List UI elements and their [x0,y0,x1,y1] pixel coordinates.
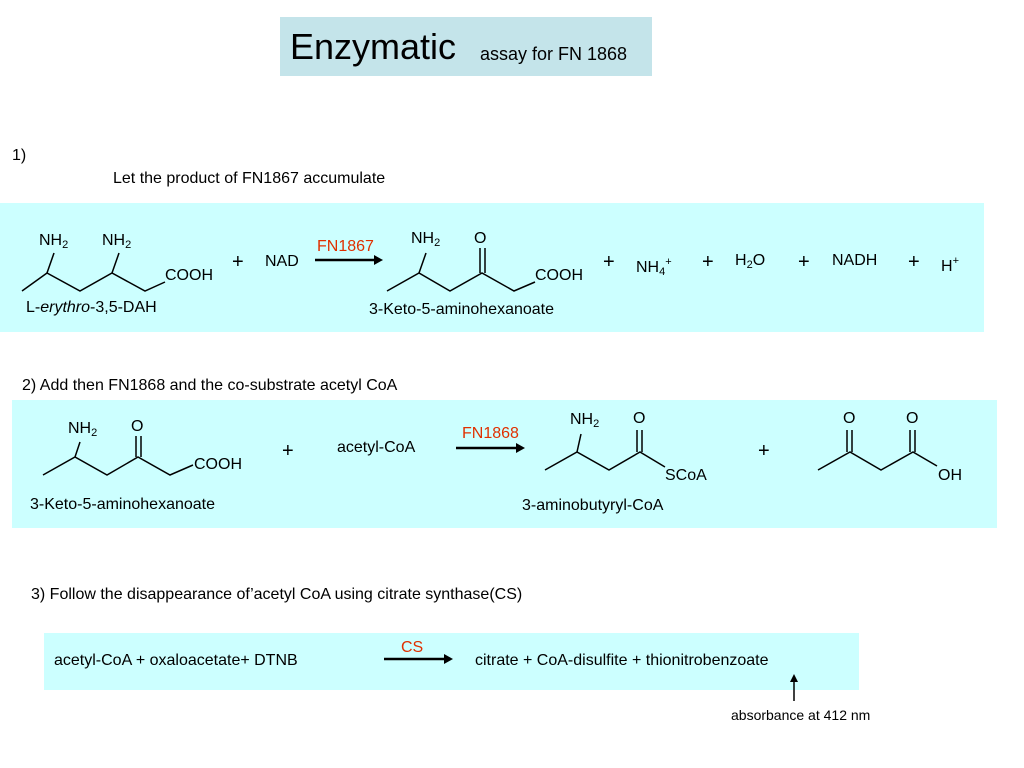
title-rest: assay for FN 1868 [480,44,628,64]
dah-cooh: COOH [165,267,213,284]
plus-7: + [758,440,770,462]
abc-name: 3-aminobutyryl-CoA [522,497,664,514]
keto2-name: 3-Keto-5-aminohexanoate [30,496,216,513]
fn1868-label: FN1868 [462,425,519,442]
title-banner: Enzymatic assay for FN 1868 [280,17,652,76]
step1-number: 1) [12,147,27,164]
keto1-o: O [474,230,487,247]
plus-3: + [702,251,714,273]
title-main: Enzymatic [290,26,457,67]
cs-products: citrate + CoA-disulfite + thionitrobenzo… [475,652,769,669]
keto2-o: O [131,418,144,435]
dah-nh2-2: NH2 [102,232,132,251]
step2-instruction: 2) Add then FN1868 and the co-substrate … [22,377,398,394]
step1-instruction: Let the product of FN1867 accumulate [113,170,386,187]
acac-oh: OH [938,467,962,484]
keto1-cooh: COOH [535,267,583,284]
cs-label: CS [401,639,424,656]
h2o-label: H2O [735,252,766,271]
acetyl-coa-label: acetyl-CoA [337,439,416,456]
absorbance-note: absorbance at 412 nm [731,707,871,723]
step1-panel [0,203,984,332]
acac-o1: O [843,410,856,427]
plus-6: + [282,440,294,462]
keto1-name: 3-Keto-5-aminohexanoate [369,301,555,318]
step2-panel [12,400,997,528]
hplus-label: H+ [941,255,959,275]
plus-2: + [603,251,615,273]
fn1867-label: FN1867 [317,238,374,255]
dah-name: L-erythro-3,5-DAH [26,299,157,316]
keto2-cooh: COOH [194,456,242,473]
keto2-nh2: NH2 [68,420,98,439]
step3-instruction: 3) Follow the disappearance of’acetyl Co… [31,586,523,603]
abc-o: O [633,410,646,427]
step3-panel [44,633,859,690]
nadh-label: NADH [832,252,878,269]
cs-reactants: acetyl-CoA + oxaloacetate+ DTNB [54,652,298,669]
dah-nh2-1: NH2 [39,232,69,251]
acac-o2: O [906,410,919,427]
plus-1: + [232,251,244,273]
abc-scoa: SCoA [665,467,707,484]
plus-5: + [908,251,920,273]
nh4-label: NH4+ [636,256,672,278]
abc-nh2: NH2 [570,411,600,430]
keto1-nh2: NH2 [411,230,441,249]
plus-4: + [798,251,810,273]
nad-label: NAD [265,253,299,270]
